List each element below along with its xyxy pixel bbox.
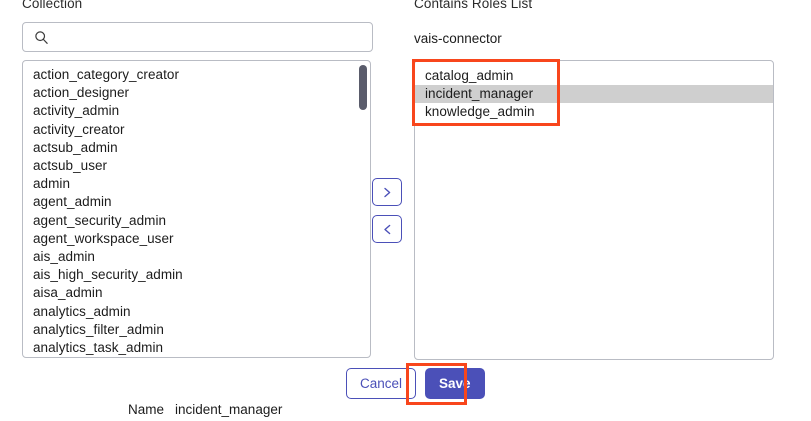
- group-name-text: vais-connector: [414, 31, 502, 46]
- contains-roles-label: Contains Roles List: [414, 0, 533, 11]
- dialog-actions: Cancel Save: [346, 368, 485, 399]
- collection-list-item[interactable]: agent_security_admin: [33, 212, 167, 228]
- collection-label: Collection: [22, 0, 83, 11]
- name-field-row: Name incident_manager: [128, 402, 282, 417]
- contains-roles-list-item[interactable]: catalog_admin: [425, 68, 514, 83]
- collection-list-item[interactable]: activity_admin: [33, 103, 120, 119]
- collection-list-item[interactable]: ais_high_security_admin: [33, 267, 183, 283]
- collection-list-item[interactable]: analytics_filter_admin: [33, 321, 164, 337]
- contains-roles-list-item-selected[interactable]: incident_manager: [415, 85, 773, 104]
- collection-list-item[interactable]: action_category_creator: [33, 67, 179, 82]
- search-icon: [35, 30, 48, 44]
- collection-list-item[interactable]: admin: [33, 176, 71, 192]
- add-role-button[interactable]: [372, 178, 402, 206]
- collection-list-item[interactable]: analytics_task_admin: [33, 340, 164, 356]
- collection-list-item[interactable]: analytics_admin: [33, 303, 131, 319]
- collection-list-item[interactable]: actsub_user: [33, 158, 108, 174]
- collection-list-item[interactable]: aisa_admin: [33, 285, 103, 301]
- collection-list-item[interactable]: actsub_admin: [33, 139, 118, 155]
- collection-list-item[interactable]: agent_admin: [33, 194, 112, 210]
- chevron-right-icon: [383, 187, 390, 197]
- name-field-value: incident_manager: [175, 402, 283, 417]
- save-button[interactable]: Save: [425, 368, 485, 399]
- search-input[interactable]: [55, 27, 364, 47]
- name-field-label: Name: [128, 402, 165, 417]
- collection-list-item[interactable]: ais_admin: [33, 249, 95, 265]
- collection-scrollbar[interactable]: [358, 62, 368, 356]
- collection-scrollbar-thumb[interactable]: [359, 65, 367, 110]
- collection-list-item[interactable]: action_designer: [33, 85, 130, 101]
- transfer-button-group: [372, 178, 404, 243]
- cancel-button[interactable]: Cancel: [346, 368, 417, 399]
- collection-list-item[interactable]: activity_creator: [33, 121, 125, 137]
- chevron-left-icon: [383, 224, 390, 234]
- remove-role-button[interactable]: [372, 215, 402, 243]
- contains-roles-list-item[interactable]: knowledge_admin: [425, 104, 535, 120]
- search-box[interactable]: [22, 22, 373, 52]
- collection-list-item[interactable]: agent_workspace_user: [33, 230, 174, 246]
